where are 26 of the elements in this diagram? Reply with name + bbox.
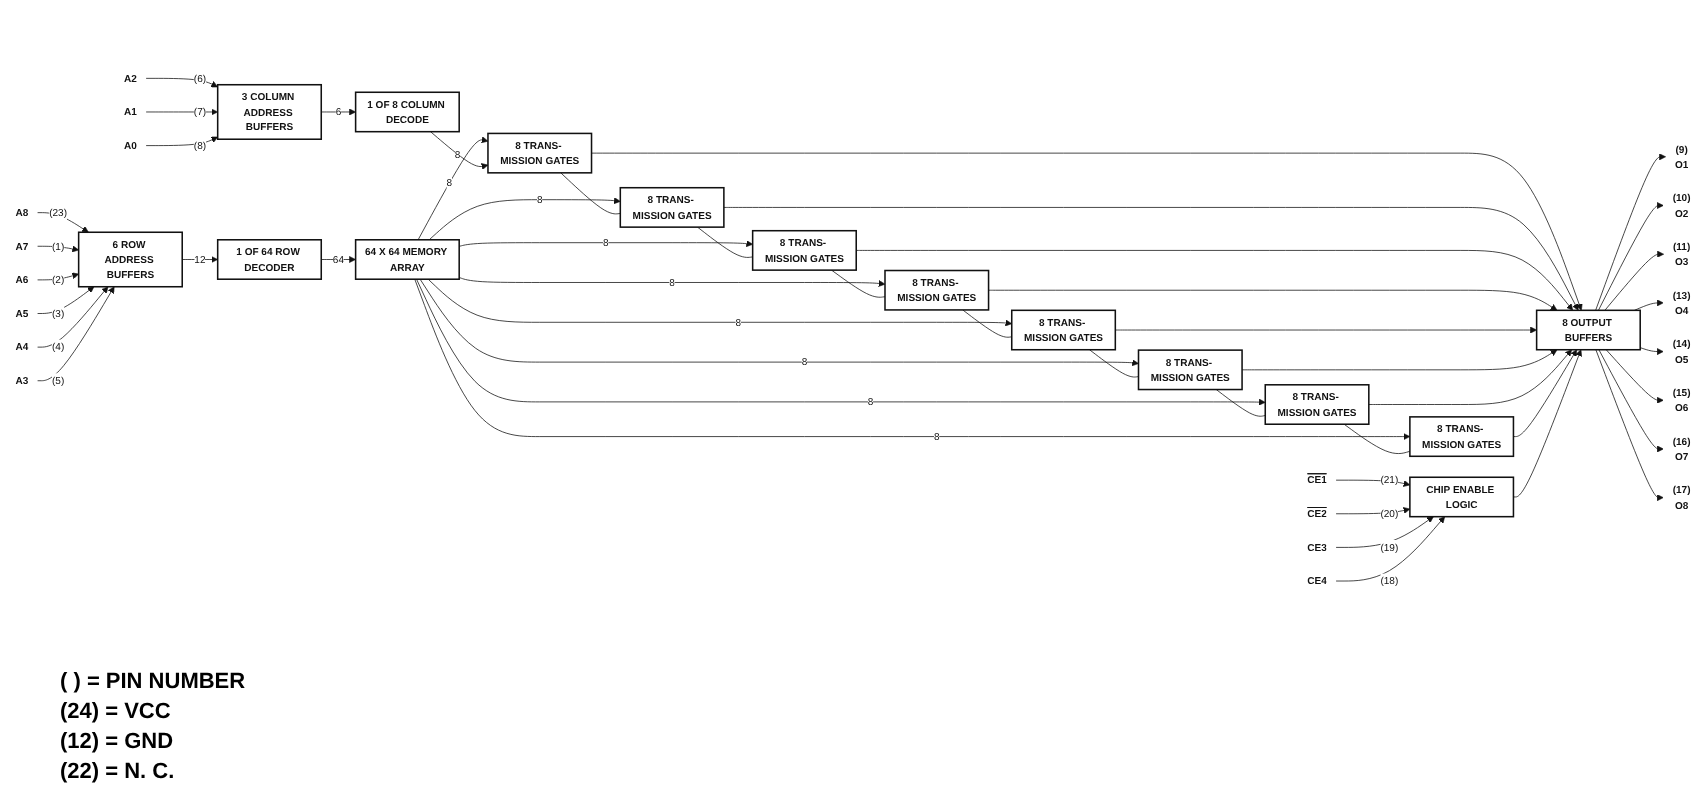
note: (22) = N. C. bbox=[60, 758, 177, 788]
note: (12) = GND bbox=[60, 728, 176, 758]
connector bbox=[1343, 424, 1411, 455]
node-box bbox=[216, 84, 323, 141]
node-box bbox=[884, 270, 990, 311]
connector bbox=[1089, 349, 1139, 378]
connector bbox=[962, 309, 1013, 338]
connector bbox=[1215, 389, 1266, 417]
node-box bbox=[1409, 416, 1515, 458]
node-box bbox=[354, 91, 460, 133]
node-box bbox=[216, 239, 323, 281]
node-box bbox=[1409, 476, 1515, 518]
node-box bbox=[751, 230, 857, 272]
connector bbox=[697, 227, 754, 259]
note: ( ) = PIN NUMBER bbox=[60, 668, 246, 698]
connector bbox=[560, 172, 621, 215]
node-box bbox=[619, 187, 725, 229]
node-box bbox=[77, 231, 183, 288]
note: (24) = VCC bbox=[60, 698, 173, 728]
node-box bbox=[1010, 309, 1117, 351]
node-box bbox=[1535, 309, 1641, 351]
node-box bbox=[354, 239, 460, 281]
connector bbox=[831, 270, 886, 298]
node-box bbox=[1264, 384, 1370, 426]
node-box bbox=[1137, 349, 1243, 391]
node-box bbox=[487, 132, 593, 174]
